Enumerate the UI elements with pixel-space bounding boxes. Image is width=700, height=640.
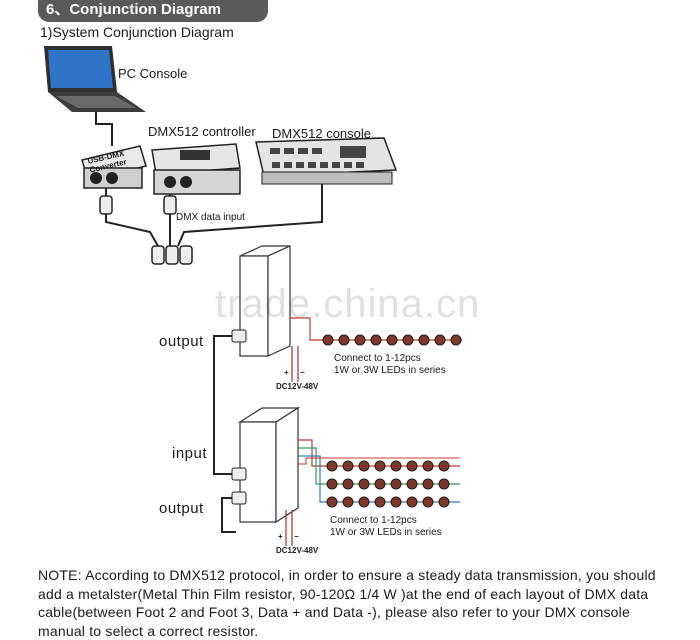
leds-top-line2: 1W or 3W LEDs in series xyxy=(334,365,446,376)
pc-console-label: PC Console xyxy=(118,66,188,81)
watermark: trade.china.cn xyxy=(215,282,481,326)
plus-label-top: + xyxy=(284,368,289,377)
dmx-decoder-2-icon xyxy=(237,406,301,524)
minus-label-top: − xyxy=(300,368,305,377)
plus-label-bottom: + xyxy=(278,532,283,541)
note-text: NOTE: According to DMX512 protocol, in o… xyxy=(38,567,656,639)
input-label: input xyxy=(172,445,208,462)
dmx512-console-label: DMX512 console xyxy=(272,126,371,141)
dmx512-controller-icon xyxy=(151,143,241,195)
laptop-icon xyxy=(44,46,146,112)
xlr-connector-icons xyxy=(99,195,193,265)
leds-top-line1: Connect to 1-12pcs xyxy=(334,353,421,364)
leds-bottom-line1: Connect to 1-12pcs xyxy=(330,515,417,526)
power-label-bottom: DC12V-48V xyxy=(276,546,319,555)
dmx512-controller-label: DMX512 controller xyxy=(148,124,256,139)
leds-bottom-line2: 1W or 3W LEDs in series xyxy=(330,527,442,538)
usb-dmx-converter-icon xyxy=(81,145,147,189)
section-title: 6、Conjunction Diagram xyxy=(38,0,268,22)
diagram-subtitle: 1)System Conjunction Diagram xyxy=(40,24,234,40)
minus-label-bottom: − xyxy=(294,532,299,541)
output-label-top: output xyxy=(159,333,204,350)
output-label-bottom: output xyxy=(159,500,204,517)
power-label-top: DC12V-48V xyxy=(276,382,319,391)
dmx-data-input-label: DMX data input xyxy=(176,212,245,223)
dmx512-console-icon xyxy=(255,137,398,185)
